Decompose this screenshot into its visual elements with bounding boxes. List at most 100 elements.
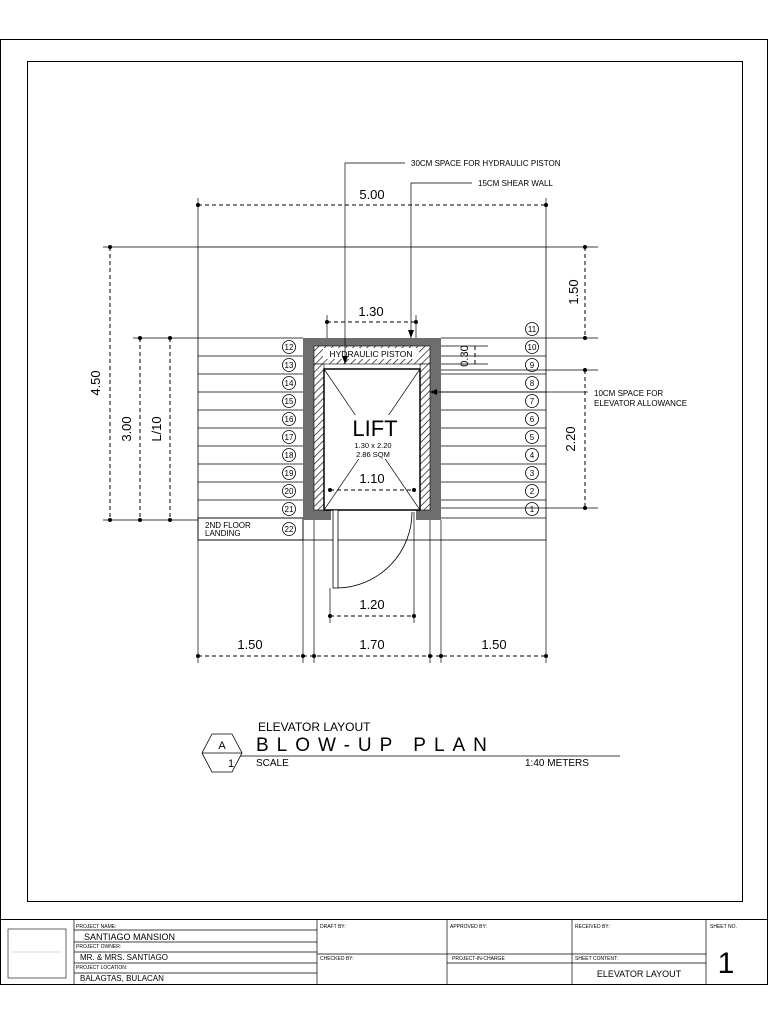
- title-main: BLOW-UP PLAN: [256, 735, 495, 756]
- svg-text:13: 13: [285, 361, 294, 370]
- sheet-content: ELEVATOR LAYOUT: [597, 969, 682, 979]
- approved-by-label: APPROVED BY:: [450, 924, 487, 930]
- svg-text:8: 8: [530, 379, 535, 388]
- svg-text:1: 1: [530, 505, 535, 514]
- step-marker: 20: [282, 484, 296, 498]
- detail-number: 1: [228, 758, 234, 770]
- svg-text:10: 10: [528, 343, 537, 352]
- project-location: BALAGTAS, BULACAN: [80, 974, 164, 983]
- project-owner-label: PROJECT OWNER:: [76, 944, 121, 950]
- svg-text:12: 12: [285, 343, 294, 352]
- dim-left-span: 1.50: [237, 637, 262, 652]
- step-marker: 8: [525, 376, 539, 390]
- dim-shaft-width: 1.30: [358, 304, 383, 319]
- svg-text:7: 7: [530, 397, 535, 406]
- outer-border: [0, 39, 768, 985]
- hydraulic-piston-label-bg: [323, 348, 419, 359]
- sheet-no: 1: [718, 947, 735, 980]
- dim-top-depth: 1.50: [566, 279, 581, 304]
- dim-total-width: 5.00: [359, 187, 384, 202]
- received-by-label: RECEIVED BY:: [575, 924, 610, 930]
- project-in-charge-label: PROJECT-IN-CHARGE: [452, 956, 505, 962]
- lift-label: LIFT: [352, 416, 397, 441]
- svg-text:5: 5: [530, 433, 535, 442]
- landing-label-2: LANDING: [205, 529, 241, 538]
- sheet-content-label: SHEET CONTENT:: [575, 956, 618, 962]
- svg-text:11: 11: [528, 325, 537, 334]
- project-name: SANTIAGO MANSION: [84, 932, 175, 942]
- step-marker: 7: [525, 394, 539, 408]
- step-marker: 11: [525, 322, 539, 336]
- dim-stair-l10: L/10: [149, 416, 164, 441]
- svg-text:15: 15: [285, 397, 294, 406]
- dim-total-height: 4.50: [88, 370, 103, 395]
- lift-size: 1.30 x 2.20: [354, 441, 391, 450]
- draft-by-label: DRAFT BY:: [320, 924, 346, 930]
- shear-wall-left: [303, 338, 314, 520]
- step-marker: 9: [525, 358, 539, 372]
- callouts: 30CM SPACE FOR HYDRAULIC PISTON 15CM SHE…: [342, 159, 687, 408]
- shear-wall-bottom-right: [416, 510, 441, 520]
- svg-text:21: 21: [285, 505, 294, 514]
- svg-text:9: 9: [530, 361, 535, 370]
- inner-border: [27, 61, 743, 902]
- checked-by-label: CHECKED BY:: [320, 956, 354, 962]
- step-marker: 19: [282, 466, 296, 480]
- note-shear-wall: 15CM SHEAR WALL: [478, 179, 553, 188]
- svg-text:2: 2: [530, 487, 535, 496]
- step-marker: 16: [282, 412, 296, 426]
- project-name-label: PROJECT NAME:: [76, 924, 116, 930]
- lift-text-bg: [346, 415, 400, 459]
- left-step-numbers: 12 13 14 15 16 17 18 19 20 21 22: [282, 340, 296, 536]
- dim-shaft-depth: 2.20: [563, 426, 578, 451]
- dimensions: 5.00 1.50 2.20 4.50 3.00 L/10 1.30: [88, 187, 598, 663]
- hydraulic-piston-label: HYDRAULIC PISTON: [330, 349, 413, 359]
- logo-box: [7, 928, 67, 979]
- svg-text:18: 18: [285, 451, 294, 460]
- step-marker: 12: [282, 340, 296, 354]
- allowance-right: [419, 363, 431, 511]
- sheet-no-label: SHEET NO.: [710, 924, 737, 930]
- title-subtitle: ELEVATOR LAYOUT: [258, 720, 371, 734]
- dim-cab-width: 1.10: [359, 471, 384, 486]
- step-marker: 6: [525, 412, 539, 426]
- lift-area: 2.86 SQM: [356, 450, 390, 459]
- detail-letter: A: [218, 740, 226, 752]
- landing-label-1: 2ND FLOOR: [205, 521, 251, 530]
- dim-stair-run: 3.00: [119, 416, 134, 441]
- floor-plan: 2ND FLOOR LANDING HYDRAULIC PISTON LIFT …: [197, 246, 547, 589]
- step-marker: 4: [525, 448, 539, 462]
- svg-text:3: 3: [530, 469, 535, 478]
- svg-text:19: 19: [285, 469, 294, 478]
- svg-text:6: 6: [530, 415, 535, 424]
- right-step-numbers: 11 10 9 8 7 6 5 4 3 2 1: [525, 322, 539, 516]
- svg-text:4: 4: [530, 451, 535, 460]
- step-marker: 2: [525, 484, 539, 498]
- svg-text:22: 22: [285, 525, 294, 534]
- note-hydraulic-space: 30CM SPACE FOR HYDRAULIC PISTON: [411, 159, 561, 168]
- footprint-outline: [197, 246, 547, 541]
- svg-text:20: 20: [285, 487, 294, 496]
- dim-mid-span: 1.70: [359, 637, 384, 652]
- dim-door-width: 1.20: [359, 597, 384, 612]
- step-marker: 5: [525, 430, 539, 444]
- dim-right-span: 1.50: [481, 637, 506, 652]
- scale-label: SCALE: [256, 758, 289, 769]
- svg-text:16: 16: [285, 415, 294, 424]
- step-marker: 14: [282, 376, 296, 390]
- shear-wall-top: [303, 338, 441, 346]
- step-marker: 17: [282, 430, 296, 444]
- project-owner: MR. & MRS. SANTIAGO: [80, 953, 168, 962]
- step-marker: 15: [282, 394, 296, 408]
- note-elevator-allowance-2: ELEVATOR ALLOWANCE: [594, 399, 687, 408]
- sheet-info-block: PROJECT NAME: SANTIAGO MANSION PROJECT O…: [0, 919, 768, 985]
- step-marker: 22: [282, 522, 296, 536]
- step-marker: 1: [525, 502, 539, 516]
- shear-wall-right: [430, 338, 441, 520]
- svg-text:17: 17: [285, 433, 294, 442]
- svg-text:14: 14: [285, 379, 294, 388]
- step-marker: 18: [282, 448, 296, 462]
- lift-door: [332, 509, 413, 589]
- shear-wall-bottom-left: [303, 510, 331, 520]
